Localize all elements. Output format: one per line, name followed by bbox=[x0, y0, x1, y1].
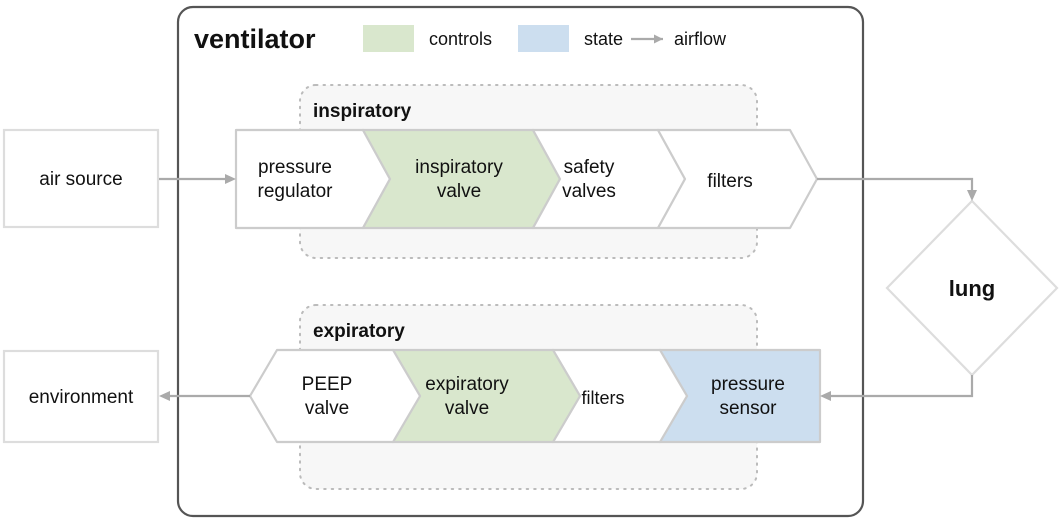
environment-box[interactable] bbox=[2, 349, 160, 444]
connector-inspiratory-to-lung bbox=[817, 177, 977, 201]
expiratory-valve-label-line1: expiratory bbox=[425, 374, 509, 395]
airflow-arrow-icon bbox=[631, 34, 663, 44]
connector-air-source-to-inspiratory bbox=[159, 174, 236, 184]
environment-label: environment bbox=[29, 387, 134, 408]
filters-expiratory-label: filters bbox=[581, 388, 624, 408]
pressure-sensor-label-line2: sensor bbox=[719, 398, 777, 419]
filters-inspiratory-label: filters bbox=[707, 171, 752, 192]
safety-valves-label-line1: safety bbox=[564, 157, 615, 178]
expiratory-group-title: expiratory bbox=[313, 321, 405, 342]
pressure-regulator-label-line2: regulator bbox=[258, 181, 334, 202]
pressure-sensor-label-line1: pressure bbox=[711, 374, 785, 395]
inspiratory-group-title: inspiratory bbox=[313, 101, 412, 122]
safety-valves-label-line2: valves bbox=[562, 181, 616, 202]
lung-label: lung bbox=[949, 276, 995, 301]
inspiratory-valve-label-line2: valve bbox=[437, 181, 481, 202]
page-title: ventilator bbox=[194, 24, 316, 54]
peep-valve-label-line2: valve bbox=[305, 398, 349, 419]
peep-valve-label-line1: PEEP bbox=[302, 374, 353, 395]
state-legend-label: state bbox=[584, 29, 623, 49]
controls-legend-label: controls bbox=[429, 29, 492, 49]
stage-filters-inspiratory[interactable] bbox=[656, 128, 819, 230]
air-source-box[interactable] bbox=[2, 128, 160, 229]
controls-swatch bbox=[363, 25, 414, 52]
air-source-label: air source bbox=[39, 169, 122, 190]
stage-peep-valve[interactable] bbox=[248, 348, 422, 444]
state-swatch bbox=[518, 25, 569, 52]
expiratory-valve-label-line2: valve bbox=[445, 398, 489, 419]
pressure-regulator-label-line1: pressure bbox=[258, 157, 332, 178]
connector-expiratory-to-environment bbox=[159, 391, 250, 401]
stage-pressure-regulator[interactable] bbox=[234, 128, 392, 230]
inspiratory-valve-label-line1: inspiratory bbox=[415, 157, 503, 178]
stage-inspiratory-valve[interactable] bbox=[361, 128, 562, 230]
airflow-legend-label: airflow bbox=[674, 29, 727, 49]
connector-lung-to-expiratory bbox=[820, 375, 974, 401]
